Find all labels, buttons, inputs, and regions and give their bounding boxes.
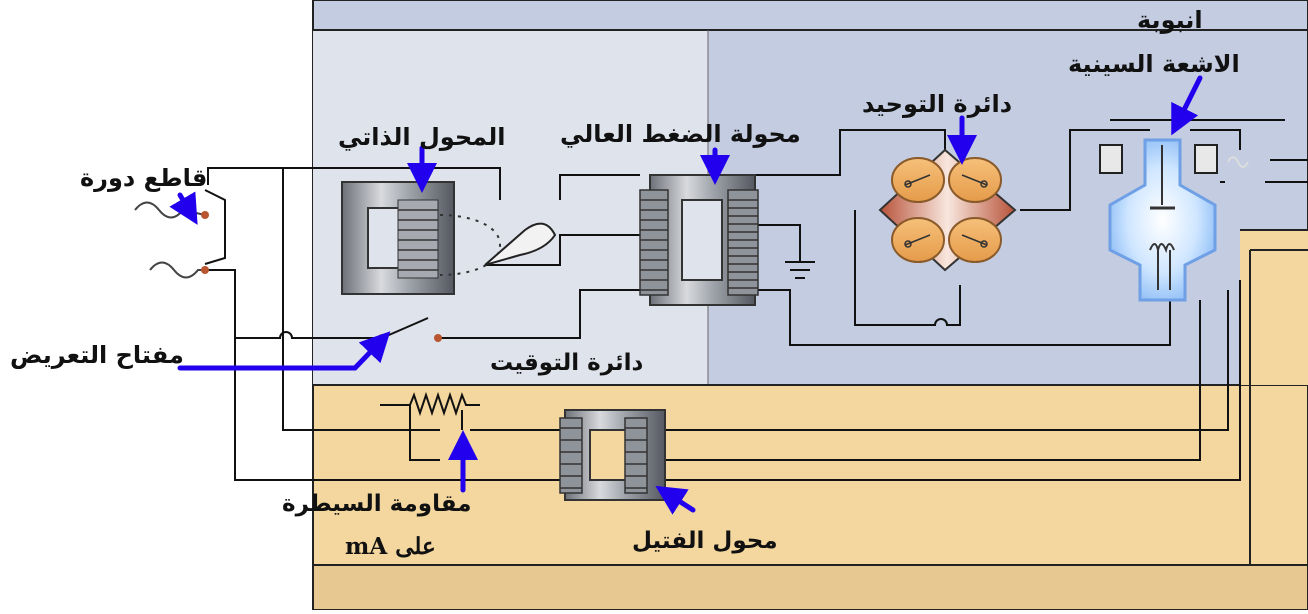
xray-tube-arrow xyxy=(1171,75,1203,136)
label-xray-tube-line2: الاشعة السينية xyxy=(1068,50,1240,78)
label-ma-resistor-line1: مقاومة السيطرة xyxy=(282,491,472,517)
ground-icon xyxy=(785,261,815,279)
filament-transformer-icon xyxy=(559,409,666,501)
rectifier-bridge-icon xyxy=(878,148,1017,272)
label-timer: دائرة التوقيت xyxy=(490,350,644,376)
circuit-breaker-arrow xyxy=(169,191,198,225)
circuit-breaker-icon xyxy=(134,189,226,279)
label-circuit-breaker: قاطع دورة xyxy=(80,164,208,192)
xray-tube-icon xyxy=(1099,138,1265,302)
label-ma-resistor-line2: على mA xyxy=(345,533,436,560)
label-exposure-switch: مفتاح التعريض xyxy=(10,341,184,369)
label-filament-transformer: محول الفتيل xyxy=(632,528,778,554)
filament-transformer-arrow xyxy=(655,485,696,515)
high-voltage-transformer-icon xyxy=(639,174,759,306)
auto-transformer-icon xyxy=(341,181,557,295)
label-xray-tube-line1: انبوبة xyxy=(1137,6,1203,34)
exposure-switch-arrow xyxy=(177,331,391,371)
ma-resistor-icon xyxy=(380,391,480,430)
label-hv-transformer: محولة الضغط العالي xyxy=(560,120,801,148)
label-rectifier: دائرة التوحيد xyxy=(862,90,1013,118)
circuit-wires xyxy=(207,119,1308,481)
lower-panel-base xyxy=(312,564,1308,611)
label-auto-transformer: المحول الذاتي xyxy=(338,123,506,151)
